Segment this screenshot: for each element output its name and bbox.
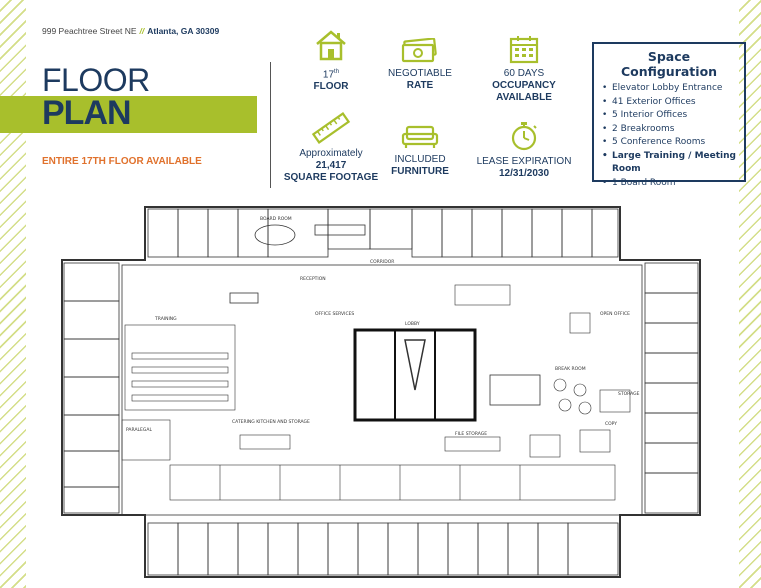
- building-core: [353, 328, 541, 422]
- open-office-workstations: [239, 284, 611, 458]
- label-copy: COPY: [605, 421, 617, 427]
- label-file-storage: FILE STORAGE: [455, 431, 487, 437]
- corridor-ring: [121, 264, 643, 516]
- conference-table: [314, 224, 366, 236]
- street-address: 999 Peachtree Street NE: [42, 26, 137, 36]
- label-break-room: BREAK ROOM: [555, 366, 586, 372]
- house-icon: [316, 30, 346, 61]
- feature-floor-label: FLOOR: [313, 81, 349, 93]
- feature-lease-date: 12/31/2030: [498, 168, 550, 179]
- list-item: 41 Exterior Offices: [602, 96, 738, 110]
- bottom-exterior-offices: [147, 522, 619, 576]
- left-stripe-decoration: [0, 0, 26, 588]
- right-exterior-offices: [644, 262, 699, 514]
- board-room-table: [254, 224, 296, 246]
- feature-occupancy: 60 DAYS OCCUPANCY AVAILABLE: [464, 34, 584, 104]
- header-divider: [270, 62, 271, 188]
- page-title-line2: PLAN: [42, 94, 132, 132]
- feature-sqft-label: SQUARE FOOTAGE: [283, 172, 379, 183]
- availability-subtitle: ENTIRE 17TH FLOOR AVAILABLE: [42, 156, 202, 167]
- feature-rate: NEGOTIABLE RATE: [360, 38, 480, 92]
- left-exterior-offices: [63, 262, 120, 514]
- ruler-icon: [311, 112, 351, 144]
- top-exterior-offices: [147, 208, 619, 258]
- floor-plan-drawing: RECEPTION BOARD ROOM CORRIDOR BREAK ROOM…: [61, 206, 701, 578]
- feature-lease-expiration: LEASE EXPIRATION 12/31/2030: [464, 120, 584, 180]
- label-reception: RECEPTION: [300, 276, 326, 282]
- feature-square-footage: Approximately 21,417 SQUARE FOOTAGE: [271, 112, 391, 184]
- feature-lease-line1: LEASE EXPIRATION: [476, 156, 572, 167]
- address-separator: //: [139, 26, 145, 36]
- label-lobby: LOBBY: [405, 321, 420, 327]
- feature-furniture-line2: FURNITURE: [391, 166, 449, 177]
- space-configuration-box: Space Configuration Elevator Lobby Entra…: [592, 42, 746, 190]
- sofa-icon: [401, 125, 439, 148]
- label-storage: STORAGE: [618, 391, 640, 397]
- label-office-services: OFFICE SERVICES: [315, 311, 354, 317]
- conference-table: [229, 292, 259, 304]
- label-board-room: BOARD ROOM: [260, 216, 292, 222]
- feature-furniture: INCLUDED FURNITURE: [360, 124, 480, 178]
- list-item: Large Training / Meeting Room: [602, 150, 738, 177]
- feature-sqft-value: 21,417: [315, 160, 347, 171]
- label-training: TRAINING: [154, 316, 177, 322]
- stopwatch-icon: [511, 122, 537, 151]
- feature-occupancy-line2: OCCUPANCY AVAILABLE: [492, 80, 556, 103]
- feature-occupancy-line1: 60 DAYS: [503, 68, 545, 79]
- list-item: 5 Interior Offices: [602, 109, 738, 123]
- money-icon: [401, 38, 437, 63]
- label-open-office: OPEN OFFICE: [600, 311, 630, 317]
- feature-rate-line2: RATE: [406, 80, 434, 91]
- list-item: 1 Board Room: [602, 177, 738, 191]
- list-item: 5 Conference Rooms: [602, 136, 738, 150]
- page-title-line1: FLOOR: [42, 62, 150, 98]
- feature-rate-line1: NEGOTIABLE: [388, 68, 452, 79]
- city-state-zip: Atlanta, GA 30309: [147, 26, 220, 36]
- lower-rooms: [121, 419, 616, 501]
- feature-furniture-line1: INCLUDED: [394, 154, 446, 165]
- feature-floor-number: 17th: [322, 69, 340, 81]
- floor-plan-outline: [61, 206, 701, 578]
- feature-sqft-line1: Approximately: [299, 148, 363, 159]
- feature-floor: 17th FLOOR: [271, 28, 391, 93]
- space-configuration-title: Space Configuration: [620, 49, 718, 79]
- break-room-area: [553, 378, 631, 415]
- title-highlight-band: [0, 96, 257, 133]
- label-paralegal: PARALEGAL: [126, 427, 152, 433]
- training-room-desks: [124, 324, 236, 411]
- calendar-icon: [509, 36, 539, 64]
- list-item: Elevator Lobby Entrance: [602, 82, 738, 96]
- label-corridor: CORRIDOR: [370, 259, 394, 265]
- list-item: 2 Breakrooms: [602, 123, 738, 137]
- address-line: 999 Peachtree Street NE//Atlanta, GA 303…: [42, 26, 219, 36]
- label-catering: CATERING KITCHEN AND STORAGE: [232, 419, 310, 425]
- space-configuration-list: Elevator Lobby Entrance 41 Exterior Offi…: [600, 82, 738, 190]
